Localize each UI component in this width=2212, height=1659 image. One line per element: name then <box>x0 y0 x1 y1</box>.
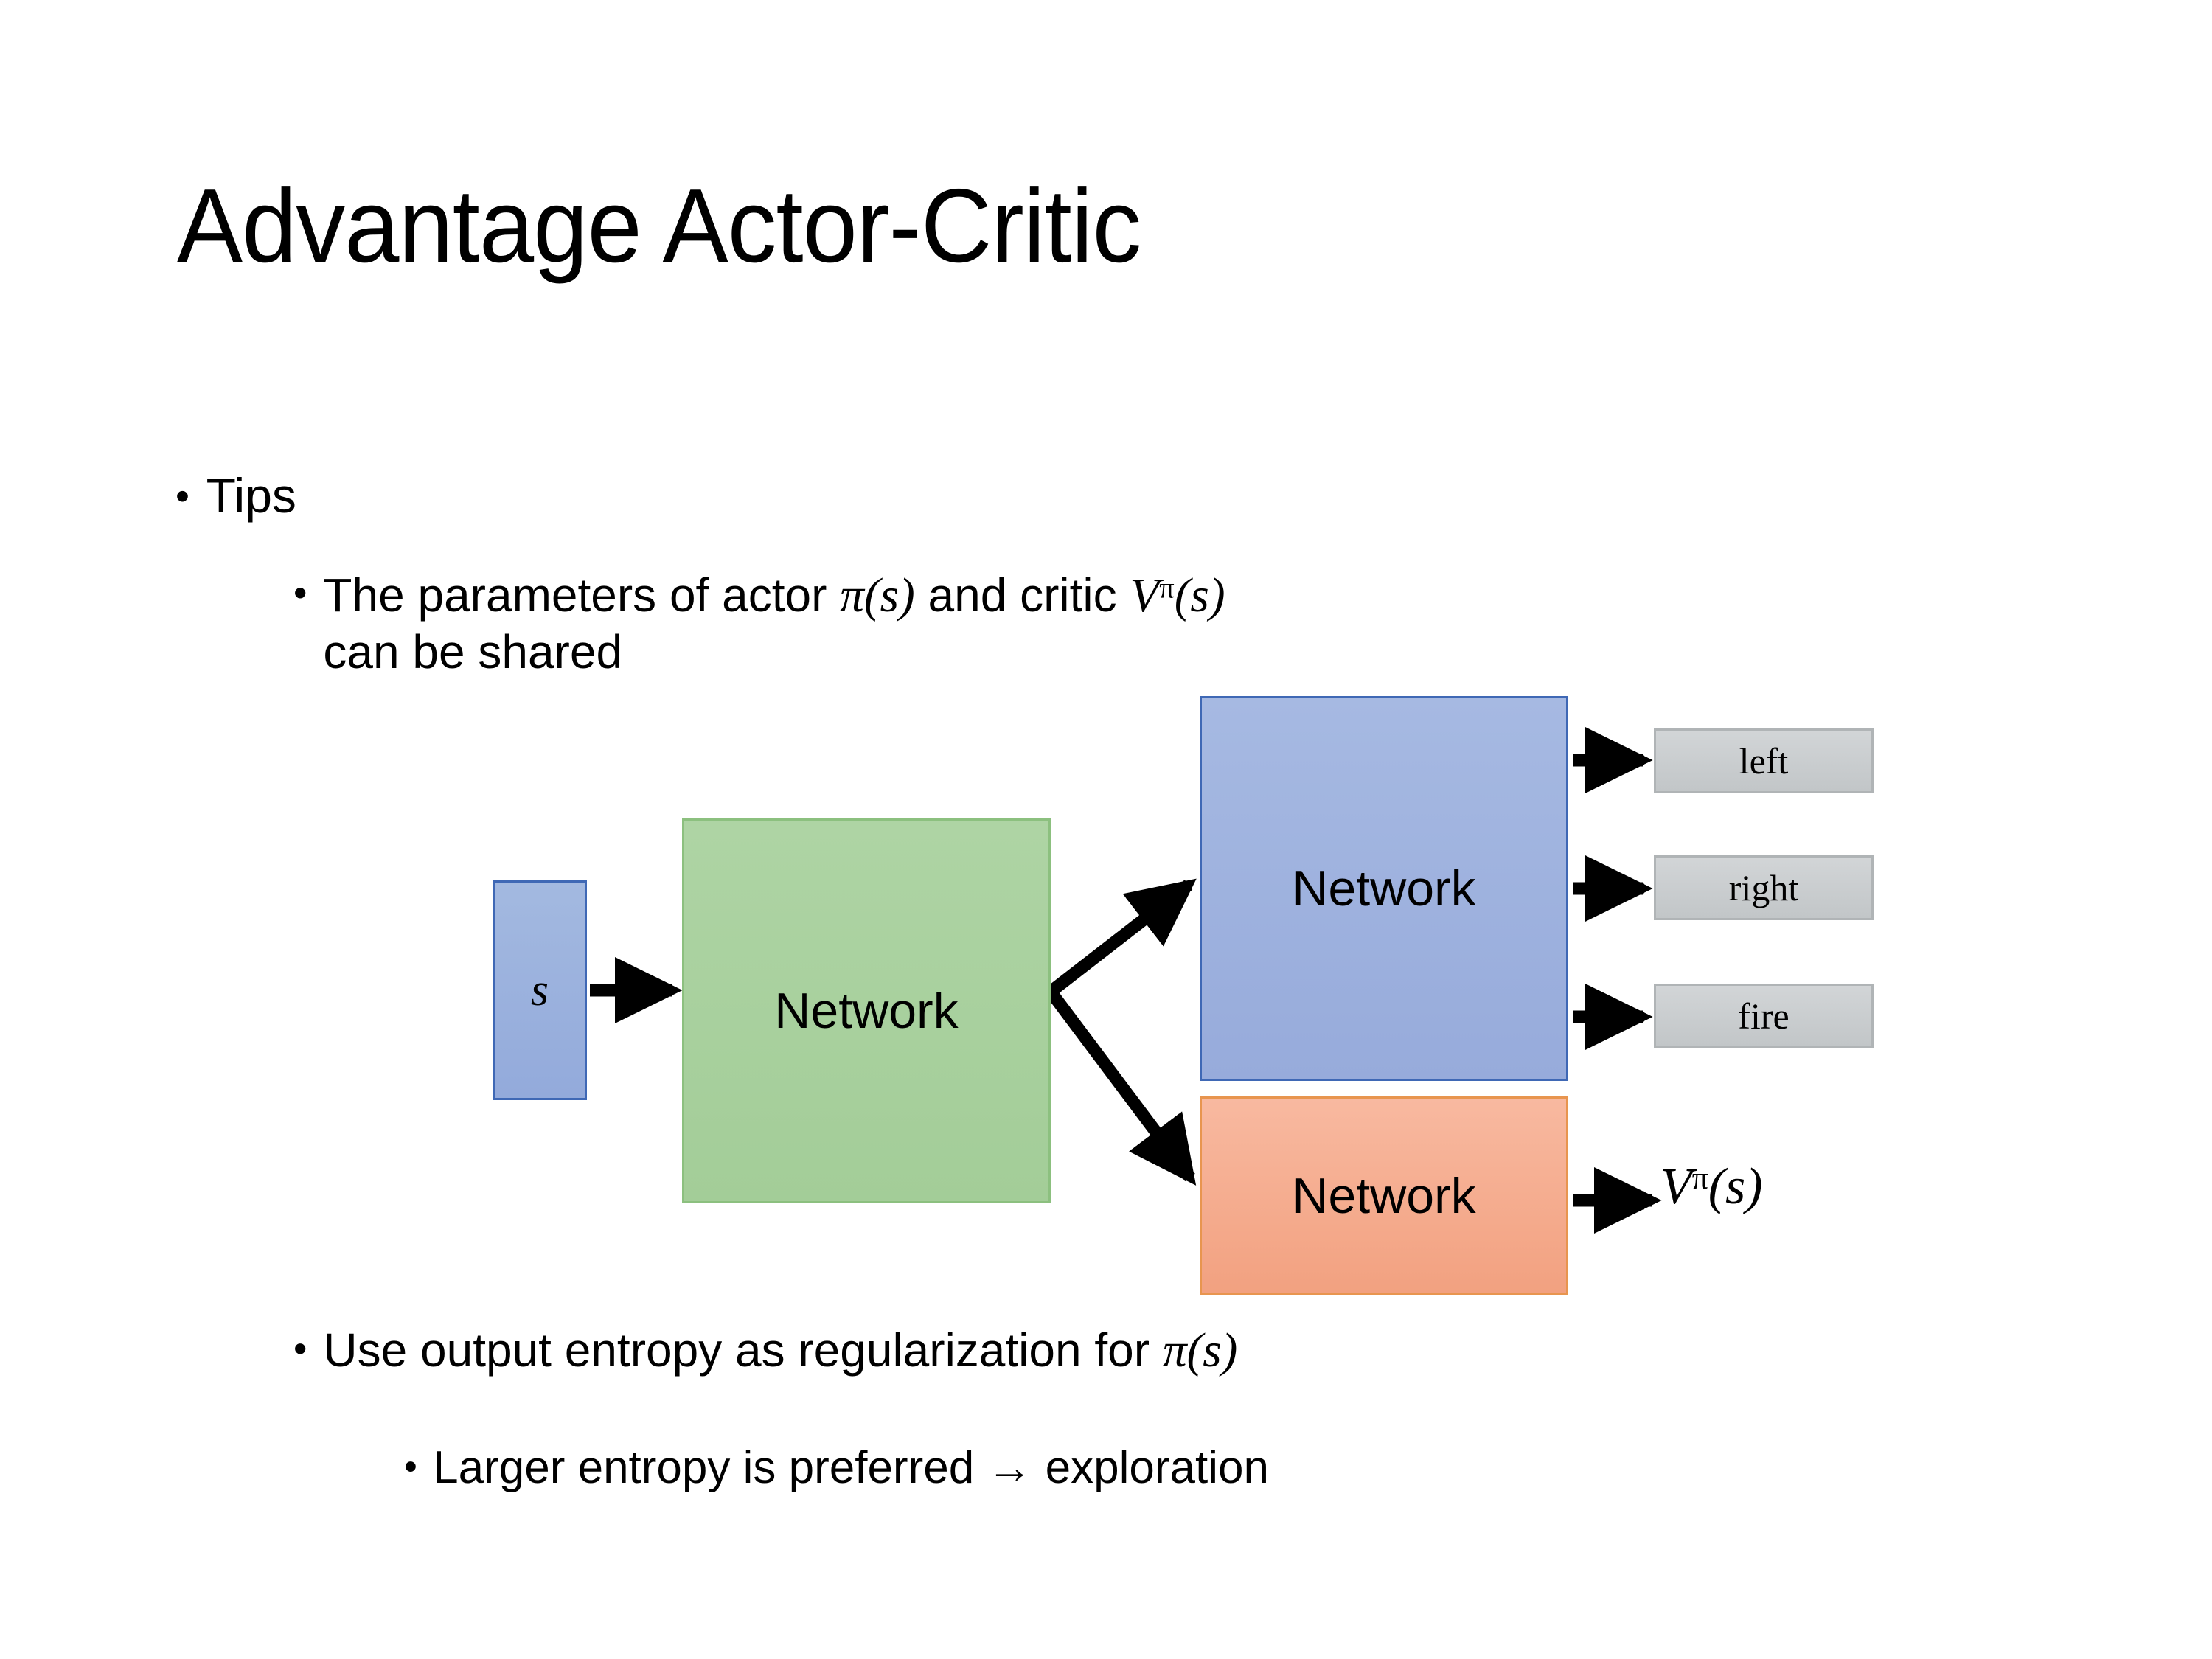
critic-value-base: V <box>1130 569 1160 622</box>
bullet-marker-icon: • <box>175 473 189 518</box>
shared-network-label: Network <box>774 983 959 1039</box>
action-box-right[interactable]: right <box>1654 855 1874 920</box>
actor-policy-expr: π(s) <box>840 569 915 622</box>
bullet-shared-label: The parameters of actor π(s) and critic … <box>323 568 1225 681</box>
critic-value-arg: (s) <box>1174 569 1225 622</box>
action-label-fire: fire <box>1738 995 1790 1037</box>
critic-value-superscript: π <box>1159 571 1175 605</box>
action-box-fire[interactable]: fire <box>1654 984 1874 1048</box>
bullet-tips: • Tips <box>175 468 296 524</box>
state-input-box[interactable]: s <box>493 880 587 1100</box>
actor-network-box[interactable]: Network <box>1200 696 1568 1081</box>
value-output-arg: (s) <box>1708 1158 1763 1215</box>
shared-network-box[interactable]: Network <box>682 818 1051 1203</box>
action-label-right: right <box>1728 867 1799 908</box>
state-input-label: s <box>530 964 549 1015</box>
critic-network-label: Network <box>1292 1168 1476 1224</box>
bullet-entropy-regularization: • Use output entropy as regularization f… <box>293 1324 1237 1379</box>
arrow-shared-to-actor <box>1046 878 1197 997</box>
bullet-marker-icon: • <box>293 571 307 616</box>
value-function-output-label: Vπ(s) <box>1660 1158 1763 1217</box>
bullet-marker-icon: • <box>293 1327 307 1371</box>
bullet-tips-label: Tips <box>206 468 296 523</box>
action-label-left: left <box>1739 740 1789 782</box>
critic-network-box[interactable]: Network <box>1200 1096 1568 1295</box>
page-title: Advantage Actor-Critic <box>177 167 1141 285</box>
entropy-policy-expr: π(s) <box>1162 1324 1238 1377</box>
bullet-shared-parameters: • The parameters of actor π(s) and criti… <box>293 568 2063 681</box>
bullet-marker-icon: • <box>404 1445 417 1488</box>
shared-text-pre: The parameters of actor <box>323 568 841 622</box>
entropy-policy-math: π(s) <box>1163 1324 1238 1377</box>
arrow-shared-to-critic <box>1046 987 1197 1186</box>
bullet-entropy-label: Use output entropy as regularization for… <box>323 1324 1237 1379</box>
critic-value-math: Vπ(s) <box>1130 569 1225 622</box>
actor-policy-math: π(s) <box>840 569 915 622</box>
bullet-larger-entropy: • Larger entropy is preferred → explorat… <box>404 1441 1269 1494</box>
action-box-left[interactable]: left <box>1654 728 1874 793</box>
bullet-larger-label: Larger entropy is preferred → exploratio… <box>433 1442 1269 1493</box>
shared-text-post: can be shared <box>323 625 623 679</box>
entropy-text-pre: Use output entropy as regularization for <box>323 1324 1163 1377</box>
shared-text-mid: and critic <box>914 568 1130 622</box>
value-output-superscript: π <box>1691 1161 1708 1197</box>
actor-network-label: Network <box>1292 860 1476 917</box>
value-output-base: V <box>1660 1158 1692 1215</box>
